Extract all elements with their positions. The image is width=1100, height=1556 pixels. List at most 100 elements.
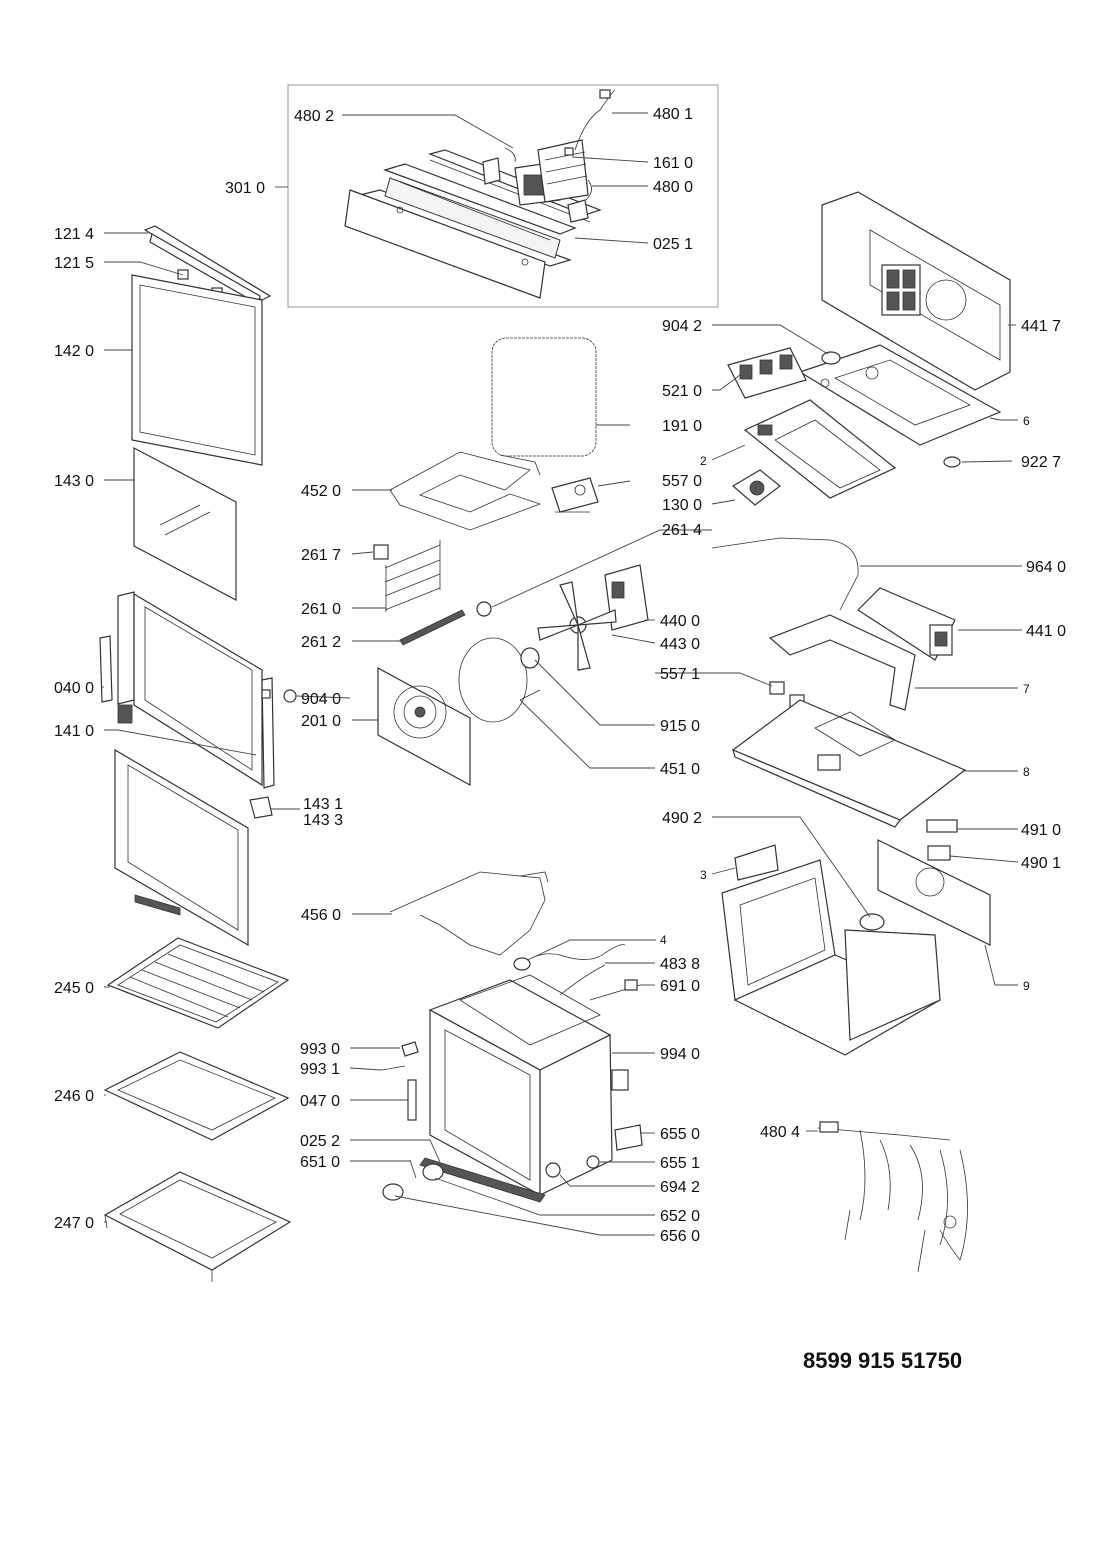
cavity-small-parts (381, 1041, 643, 1203)
label-480-0: 480 0 (653, 179, 693, 196)
oven-wire-shelf (106, 937, 290, 1029)
label-161-0: 161 0 (653, 155, 693, 172)
label-141-0: 141 0 (54, 723, 94, 740)
tangential-fan-assembly (857, 587, 956, 661)
side-back-panels (721, 839, 991, 1056)
label-904-2: 904 2 (662, 318, 702, 335)
label-451-0: 451 0 (660, 761, 700, 778)
air-duct-tube (711, 537, 859, 611)
lower-heating-element (389, 871, 549, 956)
wiring-harness (817, 1121, 968, 1273)
label-201-0: 201 0 (301, 713, 341, 730)
label-480-2: 480 2 (294, 108, 334, 125)
label-480-4: 480 4 (760, 1124, 800, 1141)
label-025-1: 025 1 (653, 236, 693, 253)
air-duct-bracket (768, 614, 916, 711)
insulation-plate (731, 699, 967, 828)
label-143-1: 143 1 (303, 796, 343, 813)
label-191-0: 191 0 (662, 418, 702, 435)
label-490-1: 490 1 (1021, 855, 1061, 872)
label-301-0: 301 0 (225, 180, 265, 197)
connector-block (926, 819, 958, 861)
thermostat (551, 477, 599, 513)
label-130-0: 130 0 (662, 497, 702, 514)
label-440-0: 440 0 (660, 613, 700, 630)
label-040-0: 040 0 (54, 680, 94, 697)
label-490-2: 490 2 (662, 810, 702, 827)
label-047-0: 047 0 (300, 1093, 340, 1110)
label-557-1: 557 1 (660, 666, 700, 683)
label-915-0: 915 0 (660, 718, 700, 735)
label-656-0: 656 0 (660, 1228, 700, 1245)
oven-cavity (428, 974, 629, 1197)
label-9: 9 (1023, 979, 1030, 993)
oven-door-gasket (491, 337, 597, 457)
grommet-top (821, 351, 841, 365)
control-electronics (482, 89, 616, 223)
label-261-0: 261 0 (301, 601, 341, 618)
label-8: 8 (1023, 765, 1030, 779)
label-655-1: 655 1 (660, 1155, 700, 1172)
outer-door-glass (131, 274, 263, 466)
label-245-0: 245 0 (54, 980, 94, 997)
label-121-5: 121 5 (54, 255, 94, 272)
part-number-labels: 480 2 480 1 161 0 301 0 480 0 025 1 121 … (54, 106, 1066, 1245)
label-993-1: 993 1 (300, 1061, 340, 1078)
temperature-probe (589, 979, 641, 1001)
mains-cable (513, 944, 626, 996)
label-452-0: 452 0 (301, 483, 341, 500)
label-652-0: 652 0 (660, 1208, 700, 1225)
door-inner-frame (99, 591, 275, 789)
label-994-0: 994 0 (660, 1046, 700, 1063)
label-025-2: 025 2 (300, 1133, 340, 1150)
door-hinge-clip (249, 689, 273, 819)
label-922-7: 922 7 (1021, 454, 1061, 471)
control-panel-front (344, 149, 602, 299)
label-121-4: 121 4 (54, 226, 94, 243)
document-number: 8599 915 51750 (803, 1348, 962, 1373)
label-441-7: 441 7 (1021, 318, 1061, 335)
cooling-fan-plate (743, 399, 897, 499)
label-143-0: 143 0 (54, 473, 94, 490)
label-261-2: 261 2 (301, 634, 341, 651)
label-261-7: 261 7 (301, 547, 341, 564)
circular-heating-element (458, 637, 541, 723)
electronic-module (727, 347, 807, 399)
grill-heating-element (389, 451, 542, 531)
inner-door-glass (133, 447, 237, 601)
label-7: 7 (1023, 682, 1030, 696)
label-142-0: 142 0 (54, 343, 94, 360)
cooling-fan-motor (731, 469, 781, 506)
label-3: 3 (700, 868, 707, 882)
label-443-0: 443 0 (660, 636, 700, 653)
oven-tray-deep (103, 1171, 292, 1282)
top-plate (798, 344, 1002, 446)
label-651-0: 651 0 (300, 1154, 340, 1171)
label-655-0: 655 0 (660, 1126, 700, 1143)
label-694-2: 694 2 (660, 1179, 700, 1196)
label-4: 4 (660, 933, 667, 947)
label-904-0: 904 0 (301, 691, 341, 708)
label-6: 6 (1023, 414, 1030, 428)
label-441-0: 441 0 (1026, 623, 1066, 640)
leader-lines (102, 112, 1022, 1236)
label-483-8: 483 8 (660, 956, 700, 973)
label-557-0: 557 0 (662, 473, 702, 490)
control-panel-group-frame (287, 84, 719, 308)
label-480-1: 480 1 (653, 106, 693, 123)
label-993-0: 993 0 (300, 1041, 340, 1058)
label-261-4: 261 4 (662, 522, 702, 539)
label-521-0: 521 0 (662, 383, 702, 400)
label-247-0: 247 0 (54, 1215, 94, 1232)
label-246-0: 246 0 (54, 1088, 94, 1105)
fan-blade (537, 581, 617, 671)
label-456-0: 456 0 (301, 907, 341, 924)
fan-cover-back-panel (377, 666, 471, 787)
top-cover-panel (821, 191, 1011, 391)
label-491-0: 491 0 (1021, 822, 1061, 839)
door-outer-frame (114, 748, 249, 947)
label-691-0: 691 0 (660, 978, 700, 995)
shelf-side-rails (373, 540, 492, 646)
fan-spacer (520, 647, 540, 669)
